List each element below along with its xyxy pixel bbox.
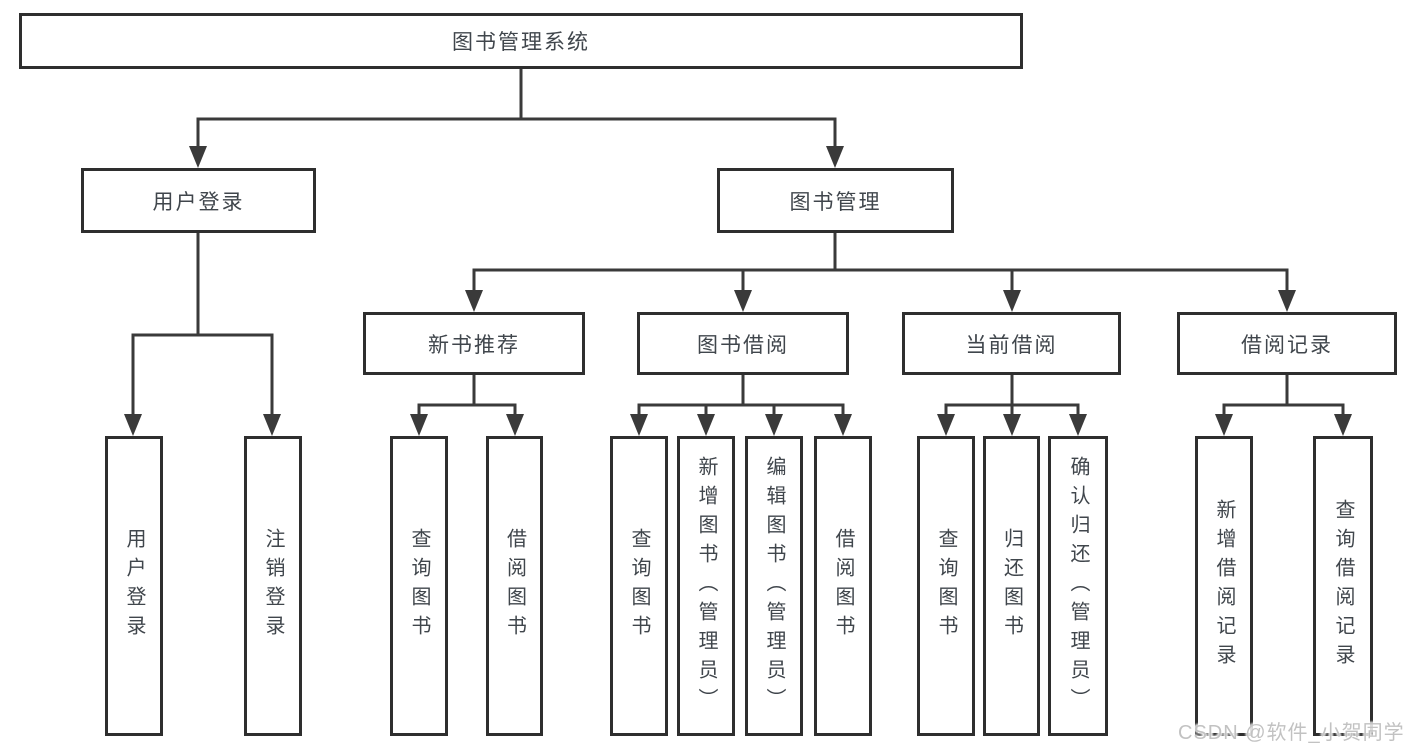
leaf-bookborrow-edit-books-admin: 编辑图书（管理员） bbox=[745, 436, 803, 736]
connector-book-borrow-children bbox=[630, 373, 852, 436]
leaf-newbooks-borrow-books: 借阅图书 bbox=[486, 436, 543, 736]
node-new-books: 新书推荐 bbox=[363, 312, 585, 375]
leaf-logout: 注销登录 bbox=[244, 436, 302, 736]
connector-user-login-children bbox=[124, 231, 281, 436]
connector-book-mgmt-children bbox=[465, 231, 1296, 312]
leaf-records-add-record: 新增借阅记录 bbox=[1195, 436, 1253, 736]
leaf-label: 查询图书 bbox=[628, 528, 650, 644]
leaf-label: 用户登录 bbox=[123, 528, 145, 644]
connector-current-borrow-children bbox=[937, 373, 1087, 436]
leaf-user-login: 用户登录 bbox=[105, 436, 163, 736]
csdn-watermark: CSDN @软件_小贺同学 bbox=[1178, 722, 1405, 744]
leaf-bookborrow-add-books-admin: 新增图书（管理员） bbox=[677, 436, 735, 736]
leaf-label: 查询图书 bbox=[935, 528, 957, 644]
leaf-label: 新增图书（管理员） bbox=[695, 455, 717, 717]
leaf-label: 编辑图书（管理员） bbox=[763, 455, 785, 717]
leaf-label: 新增借阅记录 bbox=[1213, 499, 1235, 673]
leaf-label: 查询借阅记录 bbox=[1332, 499, 1354, 673]
leaf-label: 归还图书 bbox=[1000, 528, 1023, 644]
node-borrow-records: 借阅记录 bbox=[1177, 312, 1397, 375]
leaf-label: 注销登录 bbox=[262, 528, 284, 644]
leaf-bookborrow-query-books: 查询图书 bbox=[610, 436, 668, 736]
leaf-current-return-books: 归还图书 bbox=[983, 436, 1040, 736]
leaf-newbooks-query-books: 查询图书 bbox=[390, 436, 448, 736]
node-book-borrow: 图书借阅 bbox=[637, 312, 849, 375]
leaf-records-query-record: 查询借阅记录 bbox=[1313, 436, 1373, 736]
leaf-current-query-books: 查询图书 bbox=[917, 436, 975, 736]
leaf-label: 借阅图书 bbox=[832, 528, 854, 644]
connector-new-books-children bbox=[410, 373, 524, 436]
leaf-label: 借阅图书 bbox=[503, 528, 526, 644]
node-book-mgmt: 图书管理 bbox=[717, 168, 954, 233]
leaf-label: 查询图书 bbox=[408, 528, 430, 644]
leaf-current-confirm-return-admin: 确认归还（管理员） bbox=[1048, 436, 1108, 736]
node-current-borrow: 当前借阅 bbox=[902, 312, 1121, 375]
leaf-label: 确认归还（管理员） bbox=[1067, 455, 1089, 717]
connector-root-to-level2 bbox=[189, 66, 844, 168]
node-user-login: 用户登录 bbox=[81, 168, 316, 233]
node-root: 图书管理系统 bbox=[19, 13, 1023, 69]
leaf-bookborrow-borrow-books: 借阅图书 bbox=[814, 436, 872, 736]
connector-borrow-records-children bbox=[1215, 373, 1352, 436]
